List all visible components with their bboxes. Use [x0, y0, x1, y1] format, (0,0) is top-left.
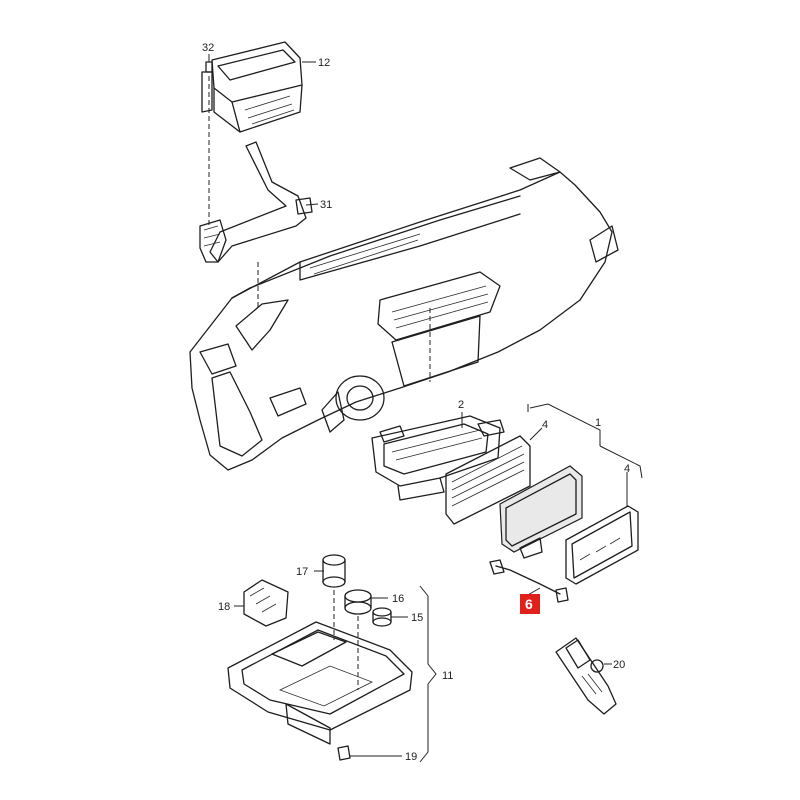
callout-18[interactable]: 18 — [218, 601, 230, 613]
part-20-control-module[interactable] — [555, 637, 617, 715]
callout-16[interactable]: 16 — [392, 593, 404, 605]
bracket-callout-1 — [529, 403, 601, 446]
part-32-screw[interactable] — [205, 61, 213, 225]
callout-15[interactable]: 15 — [411, 612, 423, 624]
callout-12[interactable]: 12 — [318, 57, 330, 69]
callout-2[interactable]: 2 — [458, 399, 464, 411]
callout-labels: 32 12 31 2 1 4 4 17 18 16 15 11 19 20 — [202, 42, 630, 763]
highlight-label: 6 — [525, 596, 533, 612]
callout-32[interactable]: 32 — [202, 42, 214, 54]
callout-31[interactable]: 31 — [320, 199, 332, 211]
callout-11[interactable]: 11 — [442, 670, 453, 682]
part-15-small-knob[interactable] — [372, 607, 392, 627]
part-2-center-frame[interactable] — [371, 415, 505, 501]
highlight-box — [520, 594, 540, 614]
callout-1[interactable]: 1 — [595, 417, 601, 429]
callout-4a[interactable]: 4 — [542, 419, 548, 431]
part-11-console-panel[interactable] — [227, 590, 413, 745]
leader-lines — [208, 54, 628, 757]
part-6-cable[interactable] — [489, 559, 569, 603]
part-4-rear-frame[interactable] — [565, 505, 639, 585]
steering-column[interactable] — [321, 375, 385, 433]
highlighted-callout-6[interactable]: 6 — [520, 594, 540, 614]
callout-17[interactable]: 17 — [296, 566, 308, 578]
dashboard-panel[interactable] — [189, 157, 619, 471]
callout-19[interactable]: 19 — [405, 751, 417, 763]
callout-4b[interactable]: 4 — [624, 463, 630, 475]
part-19-clip[interactable] — [337, 745, 351, 761]
part-18-switch-block[interactable] — [243, 579, 289, 627]
bracket-callout-11 — [419, 585, 437, 763]
part-12-display-housing[interactable] — [201, 41, 303, 133]
part-31-mounting-bracket[interactable] — [199, 141, 313, 263]
part-17-knob[interactable] — [322, 554, 346, 588]
part-1-display-screen[interactable] — [499, 465, 583, 559]
callout-20[interactable]: 20 — [613, 659, 625, 671]
part-4-trim-frame-front[interactable] — [445, 435, 531, 525]
bracket-callout-4b — [599, 445, 643, 479]
part-16-rotary-knob[interactable] — [344, 589, 372, 615]
